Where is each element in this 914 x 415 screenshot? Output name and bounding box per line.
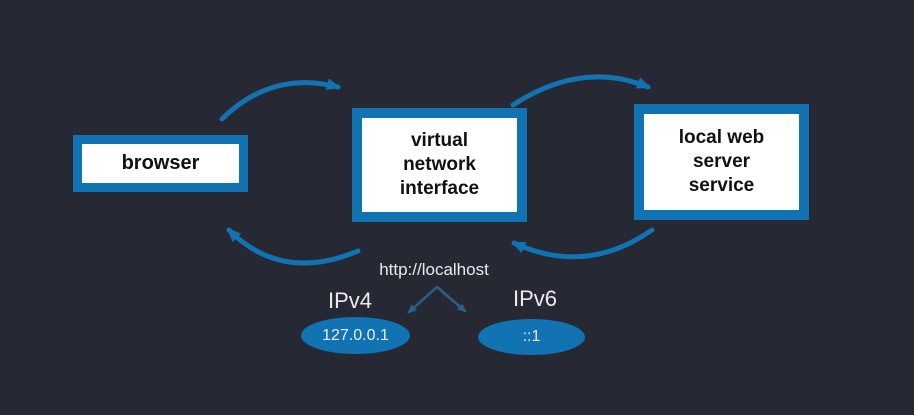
- arrow-localhost-to-ipv4-icon: [407, 285, 439, 314]
- ipv6-address-ellipse: ::1: [478, 319, 585, 355]
- arrow-server-to-vni-icon: [511, 227, 655, 260]
- node-virtual-network-interface: virtual network interface: [352, 108, 527, 222]
- ipv4-address-label: 127.0.0.1: [322, 326, 389, 344]
- node-local-web-server-service: local web server service: [634, 104, 809, 220]
- arrow-vni-to-server-icon: [510, 74, 651, 108]
- node-local-web-server-service-label: local web server service: [678, 127, 765, 196]
- ipv4-label: IPv4: [327, 288, 373, 313]
- ipv6-address-label: ::1: [522, 328, 541, 345]
- ipv4-address-ellipse: 127.0.0.1: [301, 317, 410, 354]
- arrow-browser-to-vni-icon: [219, 78, 341, 122]
- node-browser: browser: [73, 135, 248, 192]
- localhost-url-label: http://localhost: [379, 260, 489, 279]
- node-virtual-network-interface-label: virtual network interface: [399, 130, 480, 199]
- ipv6-label: IPv6: [512, 286, 558, 311]
- arrow-vni-to-browser-icon: [226, 227, 361, 266]
- node-browser-label: browser: [121, 152, 200, 174]
- arrow-localhost-to-ipv6-icon: [435, 285, 467, 313]
